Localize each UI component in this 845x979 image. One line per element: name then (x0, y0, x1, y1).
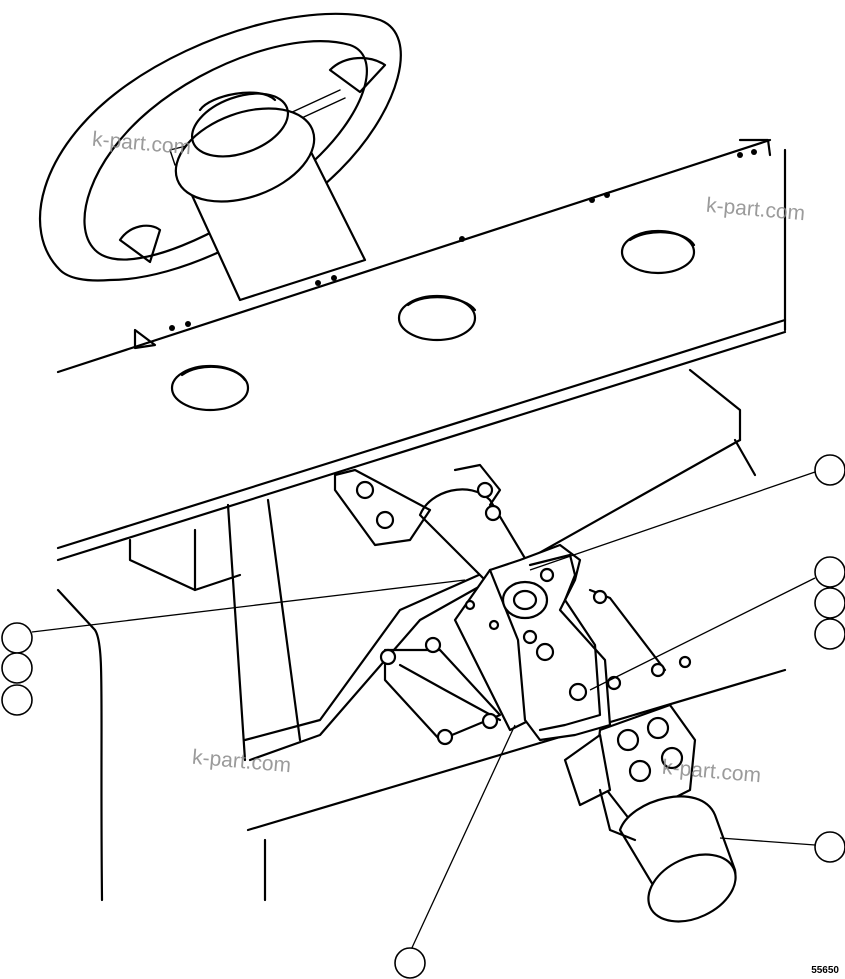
bolts (355, 480, 692, 746)
support-frame (56, 368, 787, 902)
callout-balloon (814, 831, 845, 863)
callout-balloon (1, 684, 33, 716)
callout-balloon (814, 556, 845, 588)
steering-valve (563, 703, 737, 923)
callout-balloon (814, 587, 845, 619)
callout-balloon (1, 652, 33, 684)
callout-balloon (814, 618, 845, 650)
callout-balloon (1, 622, 33, 654)
callout-balloon (814, 454, 845, 486)
drawing-code: 55650 (811, 965, 839, 976)
leader-lines (31, 471, 816, 953)
callout-balloons (1, 454, 845, 979)
callout-balloon (394, 947, 426, 979)
steering-column (174, 91, 367, 302)
dashboard-panel (56, 138, 787, 562)
